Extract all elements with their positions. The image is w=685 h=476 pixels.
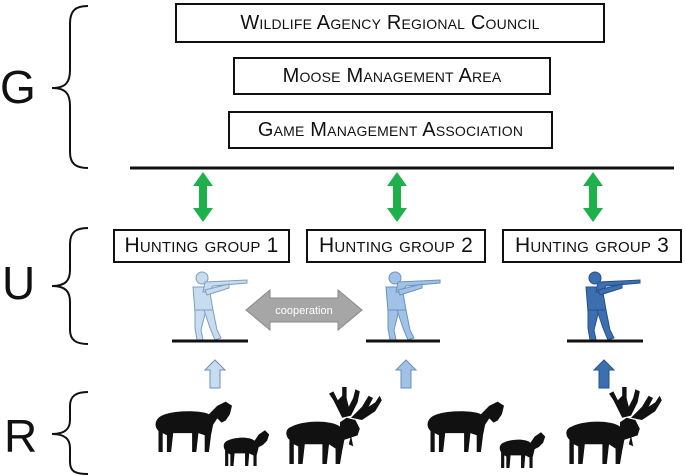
bull-moose-icon-1 [286, 387, 382, 464]
governance-box-regional-council: Wildlife Agency Regional Council [175, 3, 605, 43]
bull-moose-icon-2 [566, 387, 662, 464]
level-label-r: R [4, 410, 38, 462]
resource-arrow-1 [203, 359, 227, 389]
moose-icon-1 [155, 401, 232, 452]
governance-box-game-management-association: Game Management Association [228, 111, 553, 149]
hunter-icon-2 [385, 271, 441, 341]
level-label-u: U [2, 257, 36, 309]
hunting-group-box-1: Hunting group 1 [113, 229, 290, 263]
hunter-icon-3 [585, 271, 641, 341]
governance-link-arrow-1 [193, 172, 213, 222]
level-label-g: G [0, 61, 36, 113]
governance-box-moose-management-area: Moose Management Area [233, 57, 551, 95]
hunting-group-box-2: Hunting group 2 [306, 229, 486, 263]
cooperation-arrow [245, 288, 363, 332]
governance-link-arrow-2 [387, 172, 407, 222]
resource-arrow-3 [592, 359, 616, 389]
moose-calf-icon-2 [499, 432, 546, 468]
governance-link-arrow-3 [583, 172, 603, 222]
brace-r [51, 391, 89, 475]
hunting-group-box-3: Hunting group 3 [502, 229, 682, 263]
cooperation-label: cooperation [275, 305, 333, 317]
brace-g [51, 5, 89, 169]
resource-arrow-2 [394, 359, 418, 389]
brace-u [51, 227, 89, 345]
hunter-icon-1 [192, 271, 248, 341]
moose-calf-icon-1 [223, 430, 270, 466]
moose-icon-2 [427, 401, 504, 452]
